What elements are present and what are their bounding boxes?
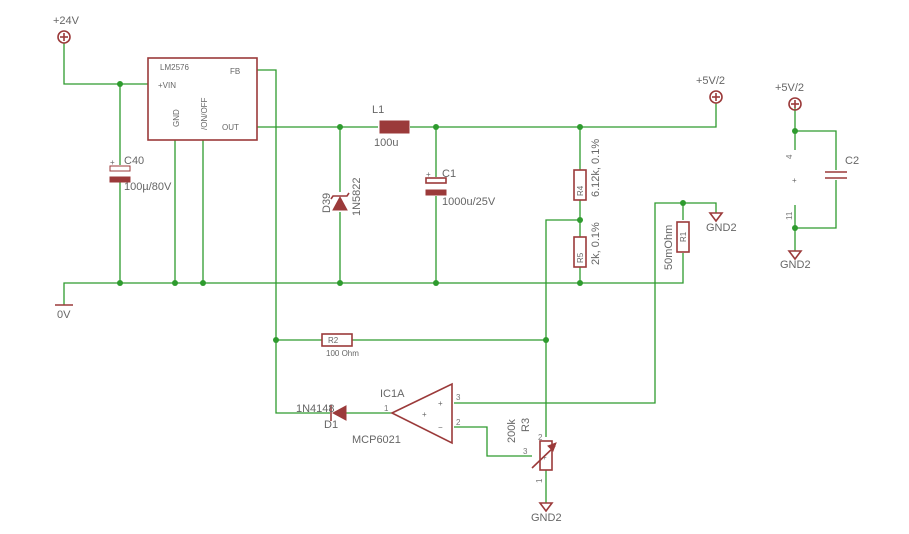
diode-d1[interactable]: 1N4148 D1 xyxy=(296,403,347,431)
potentiometer-r3[interactable]: + 2 3 1 200k R3 xyxy=(506,418,557,483)
resistor-r1[interactable]: R1 50mOhm xyxy=(663,221,690,270)
junction xyxy=(117,81,123,87)
d1-name: D1 xyxy=(324,419,338,431)
lm2576-pin-out: OUT xyxy=(222,123,239,132)
supply-5v-b[interactable]: +5V/2 xyxy=(775,82,804,111)
junction xyxy=(337,124,343,130)
opamp-ic1a[interactable]: + − + 1 2 3 IC1A MCP6021 xyxy=(352,382,461,446)
ic1-pin2: 2 xyxy=(456,418,461,427)
c2-pin4: 4 xyxy=(785,154,794,159)
ic1-name: IC1A xyxy=(380,388,405,400)
r5-name: R5 xyxy=(576,252,585,263)
lm2576-pin-vin: +VIN xyxy=(158,81,176,90)
junction xyxy=(680,200,686,206)
lm2576-pin-gnd: GND xyxy=(172,109,181,127)
r1-name: R1 xyxy=(679,231,688,242)
ic1-pin3: 3 xyxy=(456,393,461,402)
ic1-value: MCP6021 xyxy=(352,434,401,446)
svg-text:−: − xyxy=(438,423,443,432)
d1-value: 1N4148 xyxy=(296,403,335,415)
lm2576-regulator[interactable]: LM2576 +VIN FB OUT GND /ON/OFF xyxy=(147,57,258,141)
junction xyxy=(273,337,279,343)
ic1-pin1: 1 xyxy=(384,404,389,413)
junction xyxy=(792,128,798,134)
junction xyxy=(337,280,343,286)
r1-value: 50mOhm xyxy=(663,225,675,270)
resistor-r2[interactable]: R2 100 Ohm xyxy=(321,333,359,358)
supply-5v-b-label: +5V/2 xyxy=(775,82,804,94)
junctions xyxy=(117,81,798,343)
supply-5v-a-label: +5V/2 xyxy=(696,75,725,87)
ground-gnd2-c2[interactable]: GND2 xyxy=(780,250,811,271)
diode-d39[interactable]: D39 1N5822 xyxy=(321,177,363,216)
supply-24v[interactable]: +24V xyxy=(53,15,80,44)
r4-value: 6.12k, 0.1% xyxy=(590,139,602,197)
ground-gnd2-r1[interactable]: GND2 xyxy=(706,212,737,234)
r2-name: R2 xyxy=(328,336,339,345)
r3-pin1: 1 xyxy=(535,478,544,483)
ground-0v[interactable]: 0V xyxy=(55,304,73,321)
capacitor-c40[interactable]: + C40 100µ/80V xyxy=(109,155,172,193)
ground-gnd2-r1-label: GND2 xyxy=(706,222,737,234)
svg-text:+: + xyxy=(110,158,115,167)
junction xyxy=(117,280,123,286)
junction xyxy=(543,337,549,343)
c2-pin11: 11 xyxy=(785,211,794,220)
r3-pin3: 3 xyxy=(523,447,528,456)
svg-text:+: + xyxy=(792,176,797,185)
ground-gnd2-r3-label: GND2 xyxy=(531,512,562,524)
resistor-r5[interactable]: R5 2k, 0.1% xyxy=(573,222,602,268)
inductor-l1[interactable]: L1 100u xyxy=(372,104,410,149)
svg-text:+: + xyxy=(438,399,443,408)
ground-0v-label: 0V xyxy=(57,309,71,321)
l1-name: L1 xyxy=(372,104,384,116)
svg-text:+: + xyxy=(542,453,547,462)
svg-text:+: + xyxy=(426,170,431,179)
wires xyxy=(63,43,837,503)
junction xyxy=(433,280,439,286)
supply-24v-label: +24V xyxy=(53,15,80,27)
junction xyxy=(172,280,178,286)
ground-gnd2-c2-label: GND2 xyxy=(780,259,811,271)
junction xyxy=(577,217,583,223)
svg-text:+: + xyxy=(422,410,427,419)
c2-name: C2 xyxy=(845,155,859,167)
ground-gnd2-r3[interactable]: GND2 xyxy=(531,502,562,524)
resistor-r4[interactable]: R4 6.12k, 0.1% xyxy=(573,139,602,201)
c1-name: C1 xyxy=(442,168,456,180)
r3-pin2: 2 xyxy=(538,433,543,442)
capacitor-c2[interactable]: C2 4 11 + xyxy=(785,154,859,220)
r4-name: R4 xyxy=(576,185,585,196)
d39-name: D39 xyxy=(321,193,333,213)
lm2576-pin-onoff: /ON/OFF xyxy=(200,97,209,130)
junction xyxy=(792,225,798,231)
junction xyxy=(433,124,439,130)
supply-5v-a[interactable]: +5V/2 xyxy=(696,75,725,104)
c40-value: 100µ/80V xyxy=(124,181,172,193)
junction xyxy=(577,280,583,286)
junction xyxy=(200,280,206,286)
c1-value: 1000u/25V xyxy=(442,196,496,208)
r3-name: R3 xyxy=(520,418,532,432)
lm2576-name: LM2576 xyxy=(160,63,189,72)
junction xyxy=(577,124,583,130)
c40-name: C40 xyxy=(124,155,144,167)
r3-value: 200k xyxy=(506,419,518,443)
r2-value: 100 Ohm xyxy=(326,349,359,358)
lm2576-pin-fb: FB xyxy=(230,67,240,76)
r5-value: 2k, 0.1% xyxy=(590,222,602,265)
l1-value: 100u xyxy=(374,137,398,149)
capacitor-c1[interactable]: + C1 1000u/25V xyxy=(425,168,496,208)
d39-value: 1N5822 xyxy=(351,177,363,216)
